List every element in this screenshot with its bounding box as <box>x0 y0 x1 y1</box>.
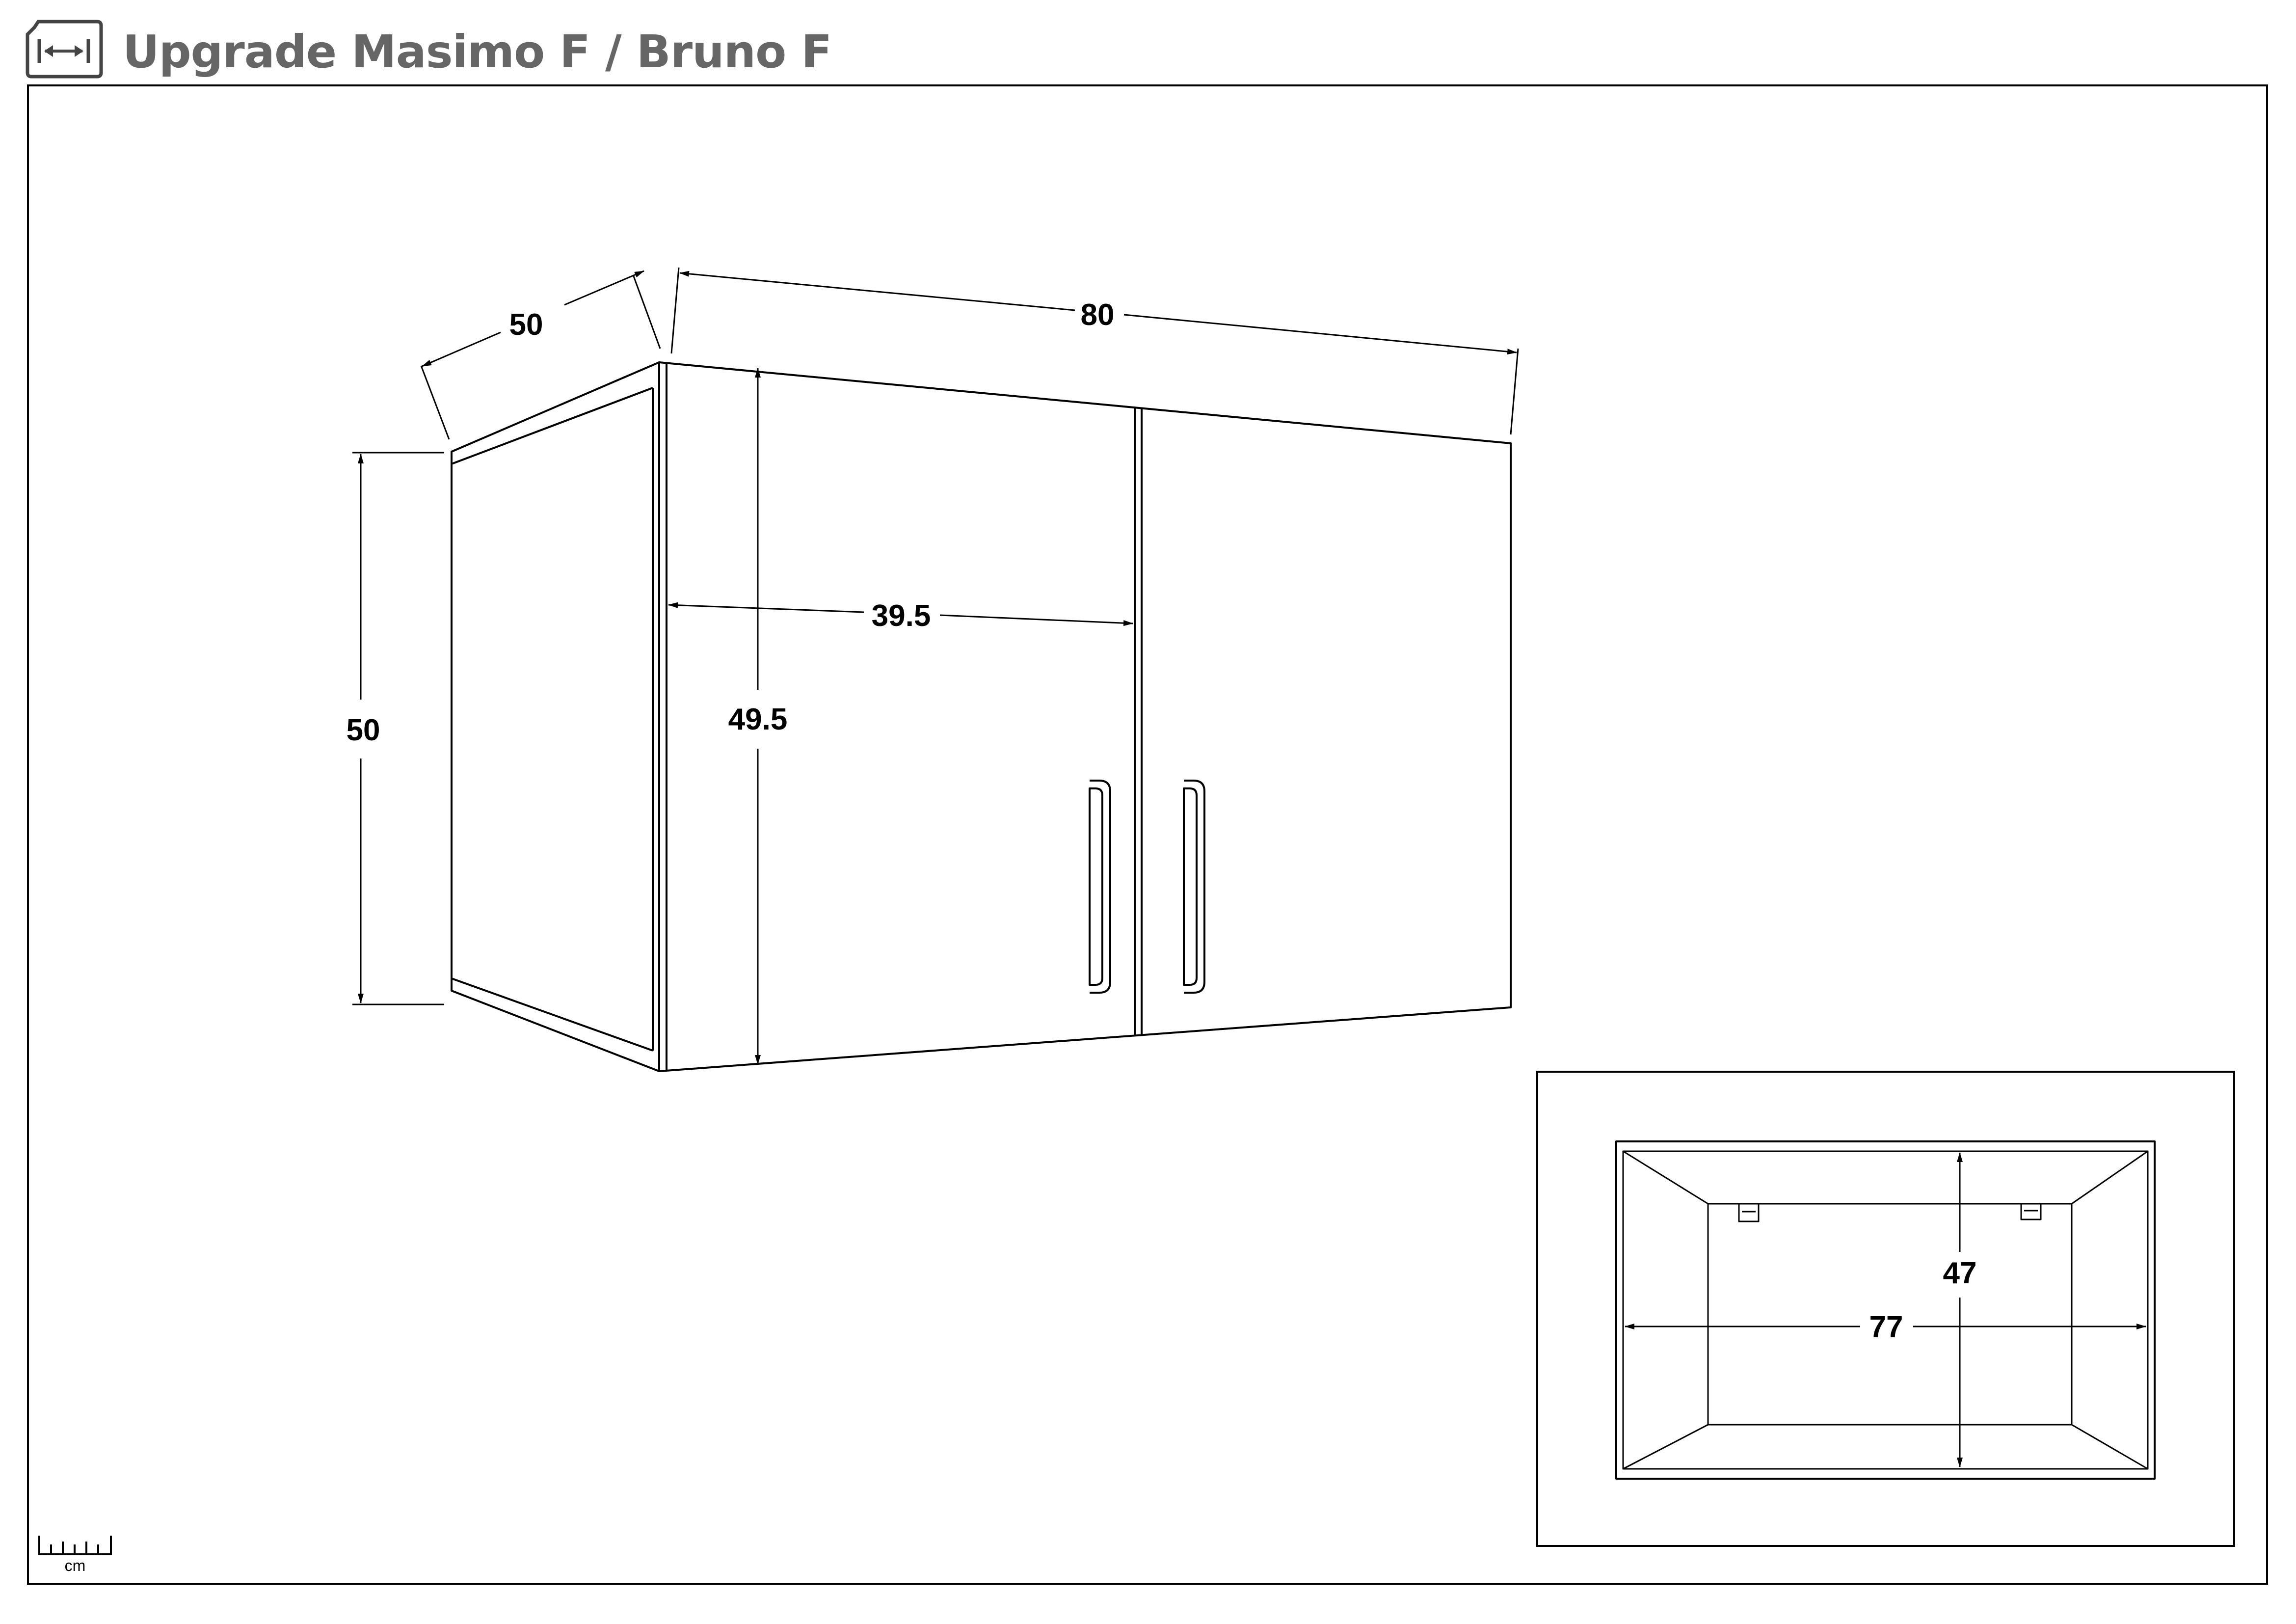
cabinet-side-panel <box>451 361 660 1072</box>
inside-dimensions <box>1625 1152 2146 1467</box>
width-measure-icon <box>26 20 103 79</box>
ruler-icon <box>38 1536 112 1555</box>
height-label: 50 <box>347 713 380 747</box>
door-height-label: 49.5 <box>728 703 788 736</box>
header-icon-space <box>26 22 104 81</box>
page-frame <box>27 84 2268 1585</box>
page-title: Upgrade Masimo F / Bruno F <box>123 25 832 78</box>
depth-label: 50 <box>509 308 543 342</box>
right-door-handle <box>1183 780 1205 994</box>
cabinet-inside-view <box>1615 1140 2156 1480</box>
left-door-handle <box>1089 780 1111 994</box>
width-label: 80 <box>1081 298 1115 332</box>
door-width-label: 39.5 <box>872 599 931 633</box>
inner-width-label: 77 <box>1869 1310 1903 1344</box>
left-hanger <box>1738 1204 1760 1222</box>
header: Upgrade Masimo F / Bruno F <box>26 20 832 83</box>
front-dimensions <box>352 267 1519 1065</box>
inside-view-frame <box>1536 1071 2235 1547</box>
cabinet-front <box>658 361 1512 1072</box>
right-hanger <box>2020 1204 2042 1220</box>
unit-label: cm <box>65 1557 86 1574</box>
inner-height-label: 47 <box>1943 1256 1977 1290</box>
cabinet-drawing <box>451 361 1512 1072</box>
